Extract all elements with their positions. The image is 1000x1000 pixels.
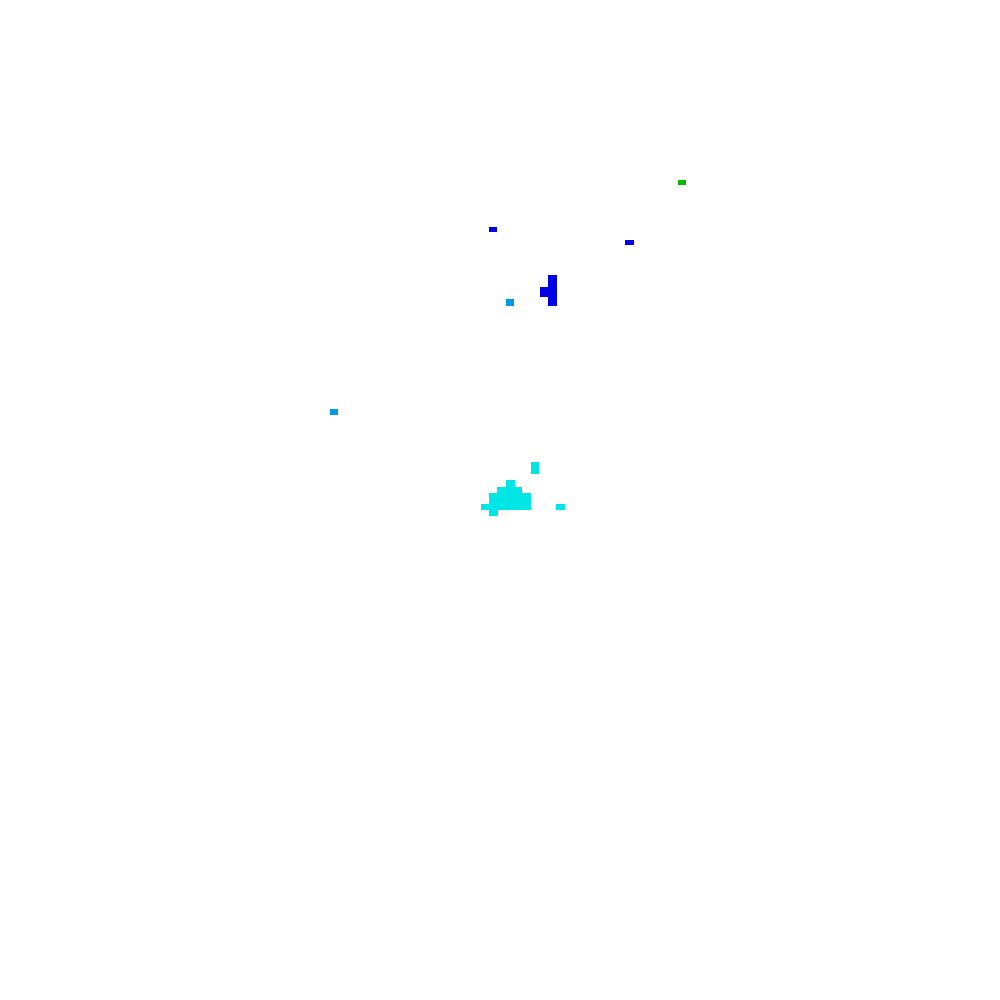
cyan-cluster-tail — [489, 510, 498, 516]
blue-cluster-middle — [540, 287, 557, 297]
cyan-speck-right-pixel — [556, 504, 565, 510]
blue-speck-right-pixel — [625, 240, 634, 245]
light-blue-speck-left-pixel — [330, 409, 338, 415]
cyan-cluster-base — [481, 504, 531, 510]
cyan-cluster-body — [489, 493, 531, 504]
cyan-cluster-peak — [506, 480, 515, 487]
light-blue-speck-center-pixel — [506, 299, 514, 306]
cyan-cluster-upper — [497, 487, 522, 493]
green-speck-pixel — [678, 180, 686, 185]
cyan-speck-top-pixel — [531, 462, 539, 474]
blue-cluster-top — [548, 275, 557, 287]
blue-speck-left-pixel — [489, 227, 497, 232]
blue-cluster-bottom — [548, 297, 557, 306]
